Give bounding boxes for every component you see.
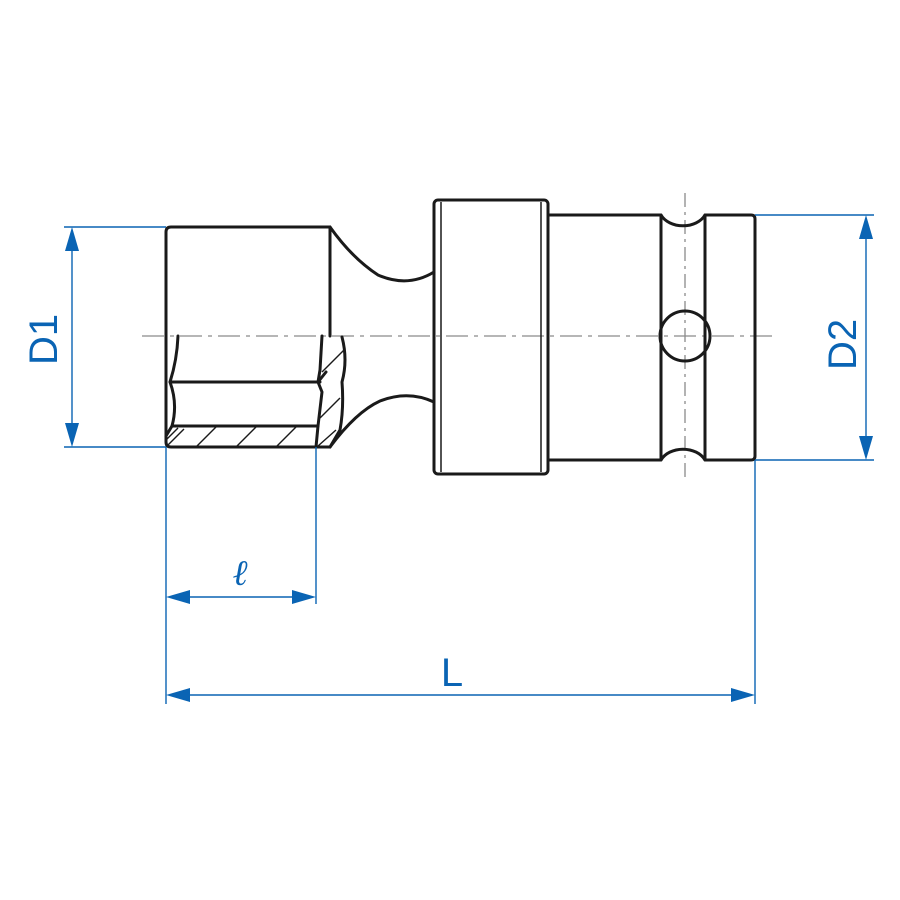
- socket-neck: [328, 225, 436, 449]
- dimension-overall-length: L: [166, 651, 755, 702]
- dimension-d2: D2: [755, 214, 874, 461]
- d1-arrow-up: [65, 227, 79, 251]
- l-arrow-right: [292, 590, 316, 604]
- detent-ball: [658, 309, 712, 363]
- l-label: ℓ: [233, 553, 248, 594]
- d2-arrow-down: [859, 436, 873, 460]
- socket-head: [164, 225, 347, 449]
- joint-collar: [432, 198, 550, 476]
- dimension-socket-depth: ℓ: [166, 553, 316, 604]
- L-arrow-left: [166, 688, 190, 702]
- d2-arrow-up: [859, 215, 873, 239]
- d1-arrow-down: [65, 423, 79, 447]
- L-arrow-right: [731, 688, 755, 702]
- L-label: L: [441, 651, 463, 695]
- l-arrow-left: [166, 590, 190, 604]
- d1-label: D1: [22, 314, 66, 365]
- d2-label: D2: [821, 319, 865, 370]
- dimension-d1: D1: [22, 226, 166, 448]
- drive-body: [546, 213, 757, 462]
